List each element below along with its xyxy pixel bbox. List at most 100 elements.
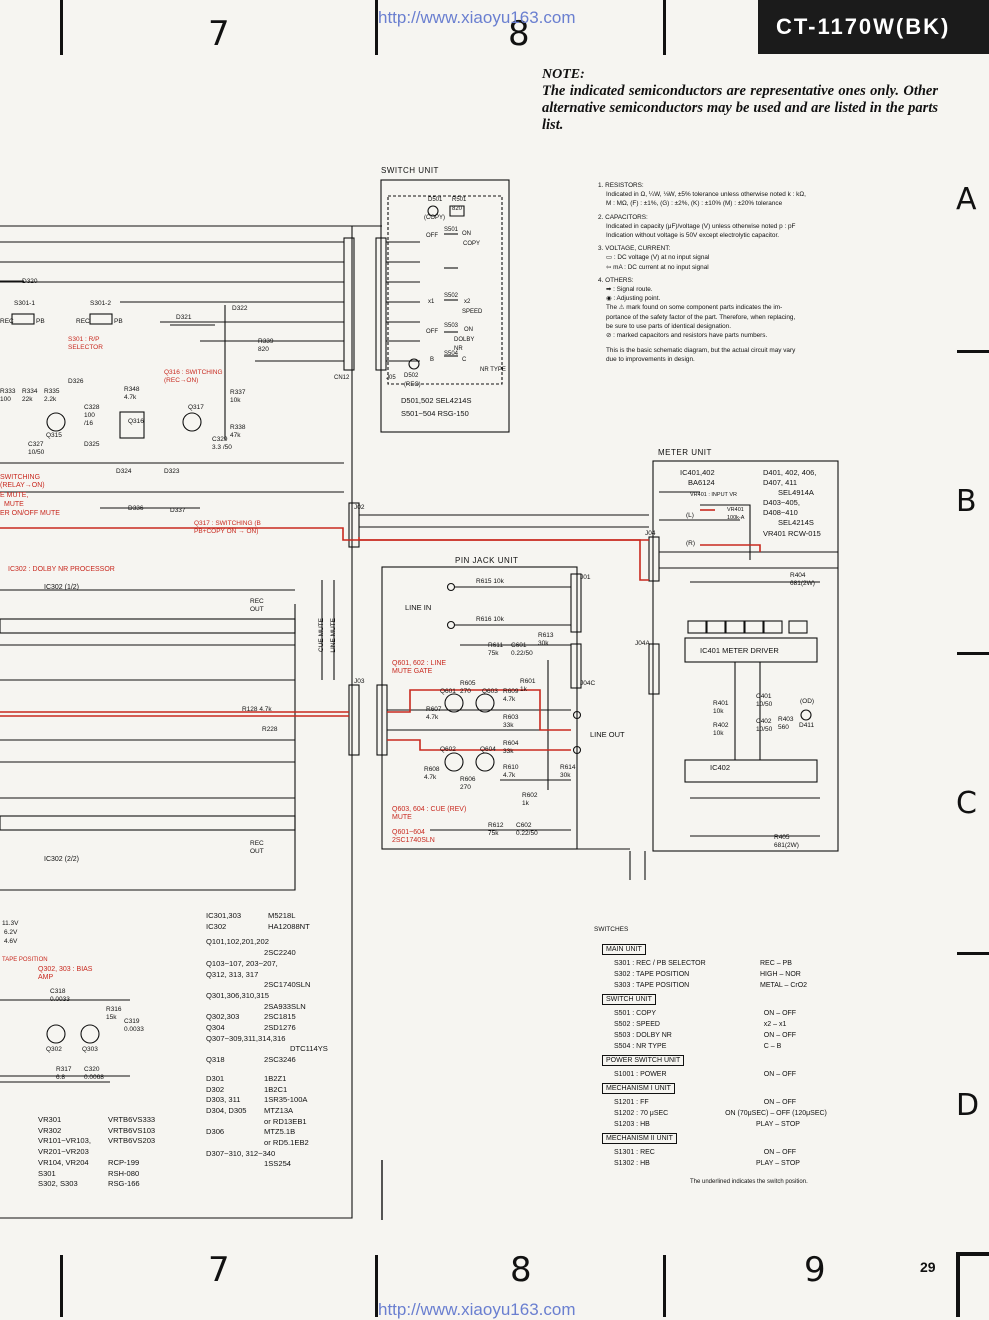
pj-c601: C601 0.22/50 (511, 642, 533, 657)
pj-r612: R612 75k (488, 822, 504, 837)
lbl-4v: 4.6V (4, 938, 18, 945)
lbl-q317: Q317 (188, 404, 204, 411)
legend-others: 4. OTHERS: ➡ : Signal route. ◉ : Adjusti… (598, 276, 796, 364)
meter-d-4: D403~405, (763, 498, 800, 507)
lbl-d337: D337 (170, 507, 186, 514)
lbl-r128: R128 4.7k (242, 706, 272, 713)
lbl-d321: D321 (176, 314, 192, 321)
column-number-7-bottom: 7 (208, 1250, 230, 1290)
page-number: 29 (920, 1259, 936, 1275)
line-out-label: LINE OUT (590, 730, 625, 739)
switch-unit-speed: SPEED (462, 309, 483, 315)
pj-q601: Q601 (440, 688, 456, 695)
lbl-power-mute: ER ON/OFF MUTE (0, 510, 60, 517)
meter-ic402: IC402 (710, 763, 731, 772)
meter-vr401: VR401 RCW-015 (763, 529, 821, 538)
switch-unit-s504: S504 (444, 351, 459, 357)
line-in-label: LINE IN (405, 603, 432, 612)
lbl-switching-relay: SWITCHING (RELAY→ON) (0, 474, 45, 489)
lbl-r338: R338 47k (230, 424, 246, 439)
lbl-ic302-half2: IC302 (2/2) (44, 856, 80, 863)
lbl-q316: Q316 (128, 418, 144, 425)
switch-unit-on-1: ON (462, 231, 471, 237)
lbl-d325: D325 (84, 441, 100, 448)
lbl-r348: R348 4.7k (124, 386, 140, 401)
lbl-c328: C328 100 /16 (84, 404, 100, 427)
switch-unit-s501: S501 (444, 227, 459, 233)
lbl-d320: D320 (22, 278, 38, 285)
pj-q602: Q602 (440, 746, 456, 753)
lbl-tape-position: TAPE POSITION (2, 957, 48, 963)
pj-r614: R614 30k (560, 764, 576, 779)
pj-r615: R615 10k (476, 578, 504, 585)
lbl-r339: R339 820 (258, 338, 274, 353)
lbl-rec-2: REC (76, 318, 90, 325)
lbl-pb-2: PB (114, 318, 123, 325)
lbl-s301-2: S301-2 (90, 300, 111, 307)
corner-bracket (956, 1252, 989, 1317)
meter-od: (OD) (800, 698, 815, 705)
meter-input-vr: VR401 : INPUT VR (690, 492, 737, 498)
lbl-d322: D322 (232, 305, 248, 312)
switches-title: SWITCHES (594, 926, 629, 933)
switch-unit-off-1: OFF (426, 233, 438, 239)
model-title: CT-1170W(BK) (758, 0, 989, 54)
lbl-rp-selector: S301 : R/P SELECTOR (68, 336, 103, 351)
lbl-s301-1: S301-1 (14, 300, 35, 307)
pj-r616: R616 10k (476, 616, 504, 623)
pj-j04c: J04C (580, 680, 596, 687)
lbl-c319: C319 0.0033 (124, 1018, 144, 1033)
meter-r: (R) (686, 540, 696, 547)
pj-r604: R604 33k (503, 740, 519, 755)
pj-r602: R602 1k (522, 792, 538, 807)
lbl-r228: R228 (262, 726, 278, 733)
line-mute-gate-label: Q601, 602 : LINE MUTE GATE (392, 660, 447, 675)
lbl-r316: R316 15k (106, 1006, 122, 1021)
pj-r605: R605 270 (460, 680, 476, 695)
pj-r606: R606 270 (460, 776, 476, 791)
cue-mute-label: Q603, 604 : CUE (REV) MUTE (392, 806, 467, 821)
row-letter-a: A (956, 182, 977, 217)
row-tick-1 (957, 350, 989, 353)
lbl-r335: R335 2.2k (44, 388, 60, 403)
lbl-rec-1: REC (0, 318, 14, 325)
meter-r405: R405 681(2W) (774, 834, 799, 849)
pin-jack-unit-title: PIN JACK UNIT (455, 556, 519, 565)
grid-tick-top-1 (60, 0, 63, 55)
source-url-bottom: http://www.xiaoyu163.com (378, 1300, 576, 1319)
lbl-d324: D324 (116, 468, 132, 475)
grid-tick-bottom-3 (663, 1255, 666, 1317)
q601-604-label: Q601~604 2SC1740SLN (392, 829, 435, 844)
lbl-q316-switch: Q316 : SWITCHING (REC→ON) (164, 369, 223, 384)
lbl-r334: R334 22k (22, 388, 38, 403)
meter-unit-title: METER UNIT (658, 448, 712, 457)
meter-l: (L) (686, 512, 694, 519)
switch-unit-cn12: CN12 (334, 375, 350, 381)
lbl-cue-mute: CUE MUTE (318, 618, 325, 652)
lbl-c327: C327 10/50 (28, 441, 45, 456)
lbl-6v: 6.2V (4, 929, 18, 936)
lbl-d336: D336 (128, 505, 144, 512)
grid-tick-bottom-2 (375, 1255, 378, 1317)
lbl-bias-amp: Q302, 303 : BIAS AMP (38, 966, 93, 981)
meter-ic-2: BA6124 (688, 478, 715, 487)
switch-unit-dolby: DOLBY NR (454, 337, 475, 352)
pj-c602: C602 0.22/50 (516, 822, 538, 837)
meter-r404: R404 681(2W) (790, 572, 815, 587)
pj-r601: R601 1k (520, 678, 536, 693)
switch-unit-nr-type: NR TYPE (480, 367, 506, 373)
pj-r607: R607 4.7k (426, 706, 442, 721)
switch-unit-c: C (462, 357, 467, 363)
meter-d-5: D408~410 (763, 508, 798, 517)
switch-unit-d501: D501 (428, 197, 443, 203)
grid-tick-top-3 (663, 0, 666, 55)
meter-ic-1: IC401,402 (680, 468, 715, 477)
switches-footer: The underlined indicates the switch posi… (690, 1179, 808, 1185)
switch-unit-r501: R501 820 (452, 197, 467, 212)
switch-unit-on-3: ON (464, 327, 473, 333)
source-url-top: http://www.xiaoyu163.com (378, 8, 576, 27)
switch-unit-off-3: OFF (426, 329, 438, 335)
